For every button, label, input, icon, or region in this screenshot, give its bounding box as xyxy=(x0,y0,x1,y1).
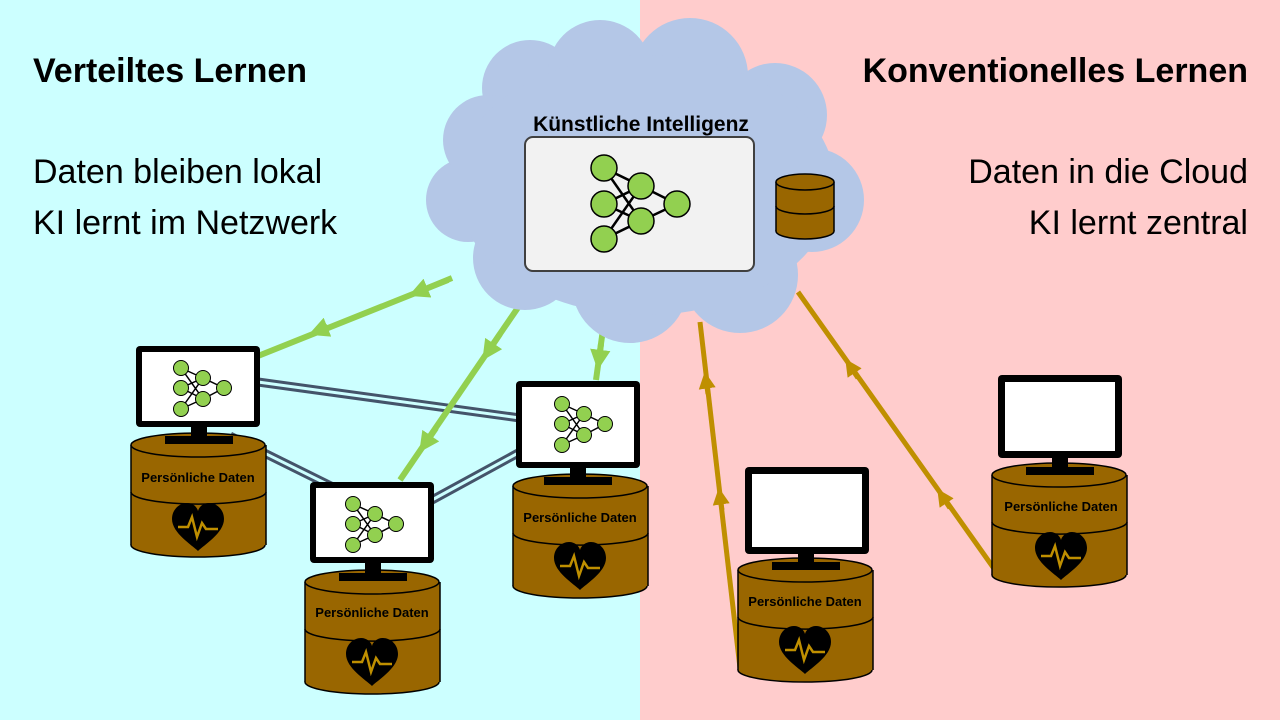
database-label: Persönliche Daten xyxy=(315,605,428,620)
database-label: Persönliche Daten xyxy=(141,470,254,485)
conventional-line-1: Daten in die Cloud xyxy=(968,153,1248,191)
monitor-icon xyxy=(745,467,869,570)
heart-pulse-icon xyxy=(346,638,398,686)
distributed-line-2: KI lernt im Netzwerk xyxy=(33,204,338,242)
station-distributed-1: Persönliche Daten xyxy=(130,346,267,558)
distributed-line-1: Daten bleiben lokal xyxy=(33,153,323,191)
station-distributed-3: Persönliche Daten xyxy=(512,381,649,599)
model-arrows xyxy=(256,275,611,482)
conventional-line-2: KI lernt zentral xyxy=(1028,204,1248,242)
monitor-icon xyxy=(516,381,640,485)
neural-network-icon xyxy=(590,154,691,253)
cloud-database-icon xyxy=(775,173,835,240)
station-distributed-2: Persönliche Daten xyxy=(304,482,441,695)
database-icon xyxy=(304,569,441,695)
heart-pulse-icon xyxy=(779,626,831,674)
conventional-learning-title: Konventionelles Lernen xyxy=(862,52,1248,90)
monitor-icon xyxy=(998,375,1122,475)
monitor-icon xyxy=(310,482,434,581)
station-conventional-2: Persönliche Daten xyxy=(991,375,1128,588)
database-label: Persönliche Daten xyxy=(1004,499,1117,514)
distributed-learning-title: Verteiltes Lernen xyxy=(33,52,308,90)
neural-network-icon xyxy=(345,496,404,553)
database-label: Persönliche Daten xyxy=(748,594,861,609)
neural-network-icon xyxy=(173,360,232,417)
monitor-icon xyxy=(136,346,260,444)
heart-pulse-icon xyxy=(1035,532,1087,580)
heart-pulse-icon xyxy=(172,503,224,551)
peer-links xyxy=(228,377,523,504)
ai-model-panel xyxy=(524,136,755,272)
cloud-label: Künstliche Intelligenz xyxy=(533,113,749,136)
heart-pulse-icon xyxy=(554,542,606,590)
database-label: Persönliche Daten xyxy=(523,510,636,525)
station-conventional-1: Persönliche Daten xyxy=(737,467,874,683)
neural-network-icon xyxy=(554,396,613,453)
data-arrows xyxy=(697,290,998,669)
